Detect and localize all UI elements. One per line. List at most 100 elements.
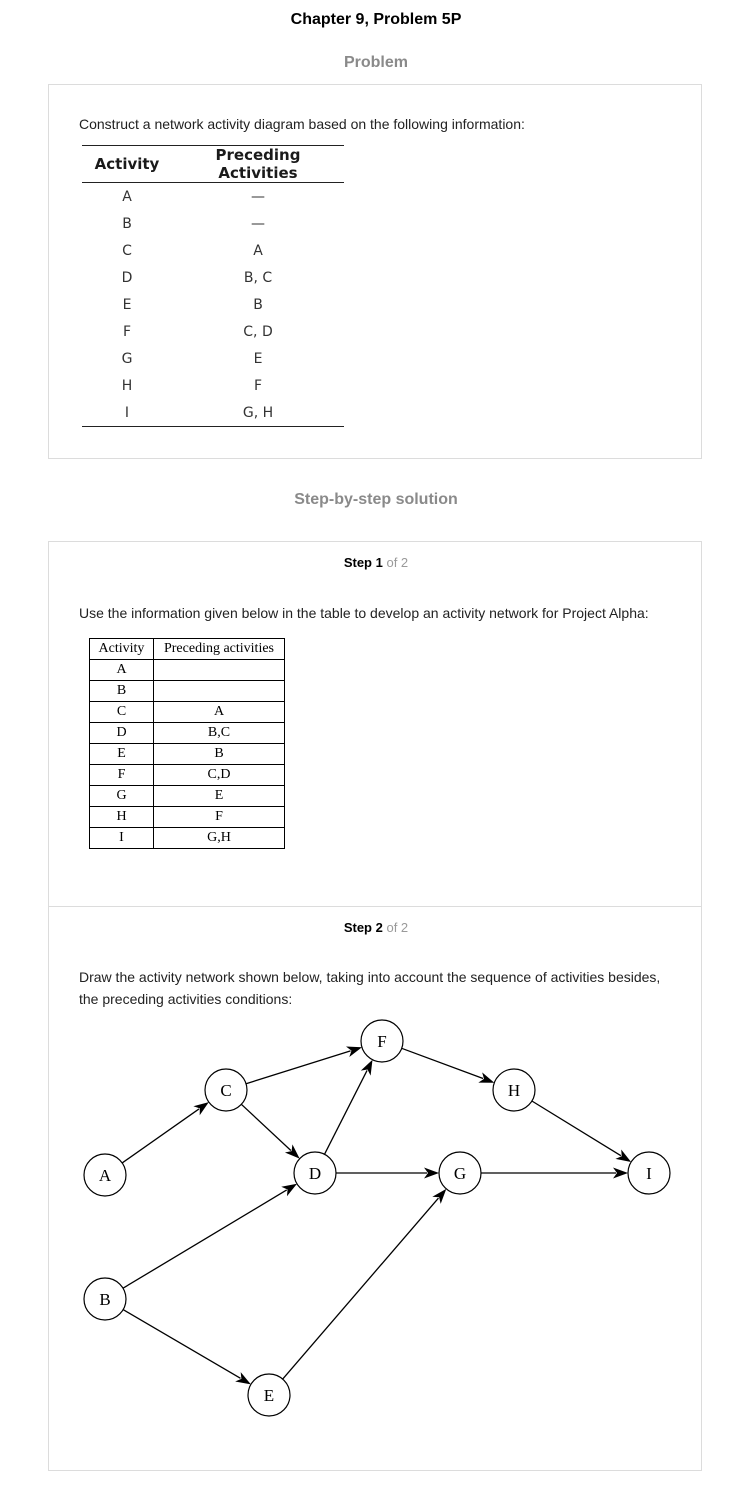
node-circle (438, 1151, 482, 1195)
step-1-title: Step 1 (343, 555, 383, 570)
arrowhead-icon (284, 1144, 300, 1159)
table-row: A (89, 659, 285, 681)
solution-heading: Step-by-step solution (294, 491, 458, 508)
edge-g-i (481, 1167, 628, 1179)
arrowhead-icon (281, 1183, 297, 1197)
step-1-text: Use the information given below in the t… (79, 605, 649, 621)
table-cell: — (251, 188, 265, 205)
step-1-label: Step 1 of 2 (49, 555, 703, 570)
table-row: A— (82, 183, 344, 211)
problem-panel: Construct a network activity diagram bas… (48, 84, 702, 459)
table-cell: G (121, 350, 133, 367)
node-b: B (83, 1277, 127, 1321)
table-cell: D (121, 269, 133, 286)
node-circle (492, 1068, 536, 1112)
table-header-row: Activity Preceding Activities (82, 145, 344, 183)
node-c: C (204, 1068, 248, 1112)
node-label: H (508, 1081, 520, 1100)
table-row: B— (82, 210, 344, 237)
table-cell: B (253, 296, 263, 313)
node-circle (204, 1068, 248, 1112)
problem-instruction: Construct a network activity diagram bas… (79, 116, 525, 132)
table-cell: — (251, 215, 265, 232)
table-cell: A (253, 242, 263, 259)
table-header-preceding: Preceding activities (153, 638, 285, 660)
table-cell: G,H (153, 827, 285, 849)
edge-d-f (323, 1059, 373, 1155)
node-label: I (646, 1164, 652, 1183)
node-circle (293, 1151, 337, 1195)
step-2-title: Step 2 (343, 920, 383, 935)
edge-line (323, 1070, 368, 1155)
node-a: A (83, 1153, 127, 1197)
edge-line (282, 1197, 439, 1380)
edge-b-d (122, 1183, 297, 1289)
node-label: G (454, 1164, 466, 1183)
table-cell: E (122, 296, 132, 313)
table-cell: A (122, 188, 132, 205)
edge-a-c (121, 1102, 209, 1164)
table-header-row: Activity Preceding activities (89, 638, 285, 660)
table-cell: F (253, 377, 263, 394)
arrowhead-icon (235, 1372, 251, 1385)
step-2-label: Step 2 of 2 (49, 920, 703, 935)
arrowhead-icon (424, 1167, 439, 1179)
table-cell: G, H (172, 399, 344, 427)
edge-d-g (336, 1167, 439, 1179)
edge-line (121, 1108, 200, 1164)
problem-heading: Problem (343, 54, 408, 71)
step-1-count: of 2 (386, 555, 409, 570)
node-circle (83, 1153, 127, 1197)
solution-panel: Step 1 of 2 Use the information given be… (48, 541, 702, 1471)
step-2-text: Draw the activity network shown below, t… (79, 969, 661, 1007)
edge-b-e (122, 1309, 251, 1385)
node-f: F (360, 1019, 404, 1063)
edge-line (401, 1047, 484, 1080)
node-i: I (627, 1151, 671, 1195)
table-header-activity: Activity (82, 145, 172, 183)
node-label: A (99, 1166, 112, 1185)
table-cell: C (122, 242, 132, 259)
node-label: F (377, 1032, 386, 1051)
table-cell: B (122, 215, 132, 232)
node-circle (627, 1151, 671, 1195)
node-circle (83, 1277, 127, 1321)
arrowhead-icon (478, 1072, 495, 1083)
network-nodes: A B C D E F G H I (83, 1019, 671, 1417)
node-label: B (99, 1290, 110, 1309)
edge-line (240, 1103, 292, 1151)
edge-e-g (282, 1188, 447, 1380)
edge-line (245, 1050, 351, 1085)
table-cell: F (122, 323, 132, 340)
node-label: E (264, 1386, 274, 1405)
table-cell: E (253, 350, 263, 367)
table-cell: I (82, 399, 172, 427)
step-divider (49, 906, 701, 907)
table-cell: H (121, 377, 133, 394)
node-e: E (247, 1373, 291, 1417)
node-d: D (293, 1151, 337, 1195)
arrowhead-icon (360, 1059, 373, 1076)
step-2-count: of 2 (386, 920, 409, 935)
arrowhead-icon (615, 1149, 632, 1163)
table-header-preceding: Preceding Activities (172, 145, 344, 183)
edge-line (531, 1100, 622, 1157)
table-cell: B, C (243, 269, 273, 286)
node-label: D (309, 1164, 321, 1183)
arrowhead-icon (193, 1102, 209, 1116)
page-title: Chapter 9, Problem 5P (290, 11, 462, 28)
node-g: G (438, 1151, 482, 1195)
activity-network-diagram: A B C D E F G H I (83, 1019, 671, 1417)
node-h: H (492, 1068, 536, 1112)
node-circle (247, 1373, 291, 1417)
table-row: D B, C (82, 264, 344, 291)
edge-line (122, 1189, 288, 1289)
edge-c-f (245, 1046, 362, 1085)
